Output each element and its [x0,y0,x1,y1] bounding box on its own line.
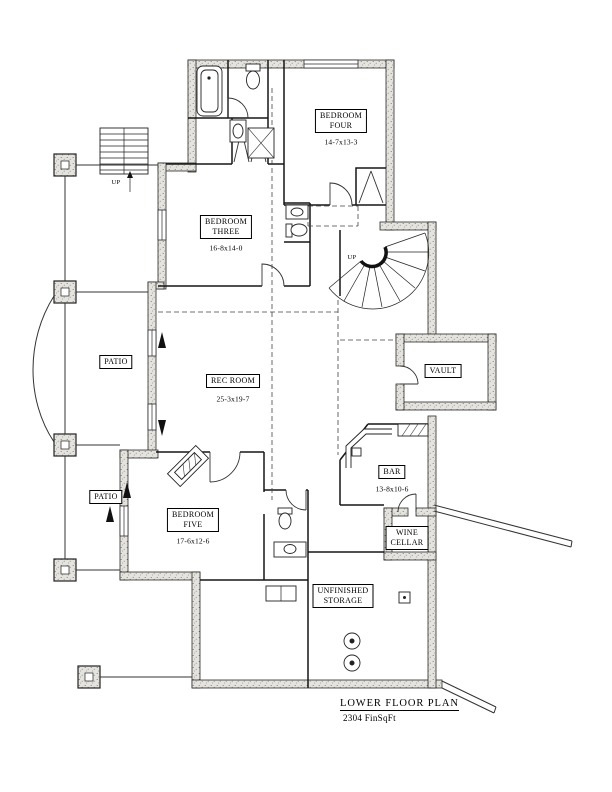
post [77,665,101,689]
main-stair [99,127,149,192]
post [53,153,77,177]
toilet-icon [285,223,308,238]
room-dims-bedroom-five: 17-6x12-6 [174,536,212,546]
room-label-bedroom-four: BEDROOM FOUR [314,109,368,133]
water-heater-icon [343,632,361,650]
direction-arrows [106,332,166,522]
windows [119,59,359,537]
vanity-icon [273,541,307,558]
room-dims-bedroom-four: 14-7x13-3 [322,137,360,147]
deck-posts [53,153,101,689]
room-dims-bedroom-three: 16-8x14-0 [207,243,245,253]
toilet-icon [245,63,261,90]
site-lines [32,164,573,714]
room-label-wine-cellar: WINE CELLAR [385,526,429,550]
fireplace [166,444,210,488]
post [53,280,77,304]
room-label-bar: BAR [378,465,406,479]
room-label-rec-room: REC ROOM [206,374,260,388]
toilet-icon [277,507,293,530]
vanity-icon [285,204,309,220]
room-dims-bar: 13-8x10-6 [373,484,411,494]
shower-icon [247,127,275,159]
bathtub-icon [196,65,223,117]
room-label-vault: VAULT [424,364,462,378]
room-label-patio-upper: PATIO [99,355,133,369]
room-label-unfinished-storage: UNFINISHED STORAGE [312,584,374,608]
room-label-patio-lower: PATIO [89,490,123,504]
bar-counter [345,428,392,468]
furnace-icon [343,654,361,672]
spiral-stair [328,232,429,310]
post [53,433,77,457]
room-label-bedroom-three: BEDROOM THREE [199,215,253,239]
door-arcs [209,97,419,513]
fixtures [196,63,429,672]
stair-up-label-spiral: UP [347,253,357,261]
floor-drain-icon [398,591,411,604]
room-label-bedroom-five: BEDROOM FIVE [166,508,220,532]
room-dims-rec-room: 25-3x19-7 [214,394,252,404]
laundry-sink-icon [265,585,297,602]
bar-cabinet [397,423,429,437]
stair-up-label-main: UP [111,178,121,186]
retaining-wall-lower [441,680,497,714]
plan-title: LOWER FLOOR PLAN [340,698,459,711]
post [53,558,77,582]
plan-area: 2304 FinSqFt [343,713,396,723]
retaining-wall-upper [433,504,573,548]
sink-icon [229,119,247,143]
deck-arc [32,295,55,443]
